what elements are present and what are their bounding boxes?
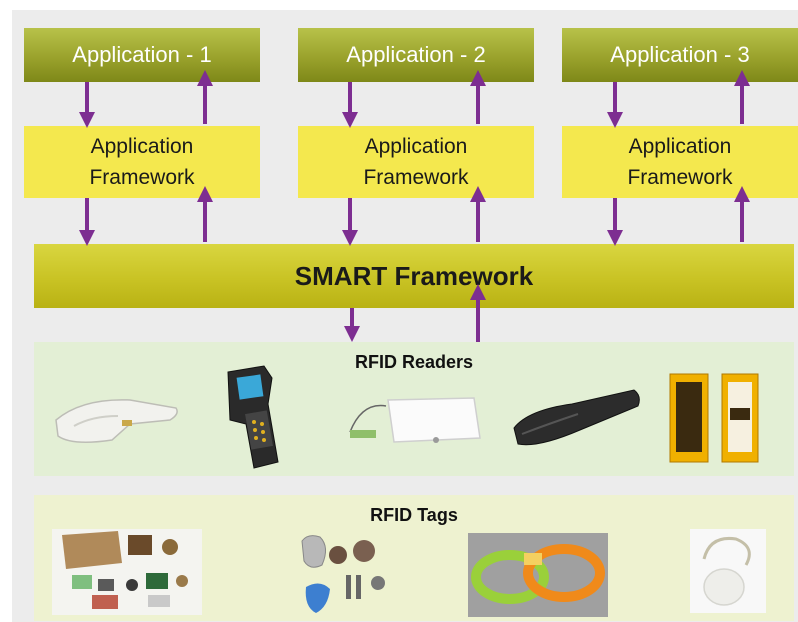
framework-3-line2: Framework (627, 166, 733, 189)
antenna-pad-image (349, 397, 481, 443)
framework-3-line1: Application (628, 135, 732, 158)
application-framework-2-box: Application Framework (298, 126, 534, 198)
handheld-scanner-image (55, 399, 178, 443)
mobile-computer-image (227, 365, 279, 469)
key-fob-tags-image (301, 535, 385, 613)
gate-reader-image (669, 373, 759, 463)
rfid-tags-title: RFID Tags (370, 505, 458, 525)
smart-framework-label: SMART Framework (294, 260, 534, 291)
application-3-box: Application - 3 (562, 28, 798, 82)
application-framework-1-box: Application Framework (24, 126, 260, 198)
application-2-label: Application - 2 (346, 42, 486, 67)
framework-2-line1: Application (364, 135, 468, 158)
application-2-box: Application - 2 (298, 28, 534, 82)
wristband-tags-image (468, 533, 608, 617)
application-3-label: Application - 3 (610, 42, 750, 67)
framework-1-line1: Application (90, 135, 194, 158)
arrows-layer (79, 70, 750, 342)
application-1-box: Application - 1 (24, 28, 260, 82)
smart-framework-bar: SMART Framework (34, 244, 794, 308)
rfid-tags-panel: RFID Tags (34, 495, 794, 621)
framework-1-line2: Framework (89, 166, 195, 189)
framework-2-line2: Framework (363, 166, 469, 189)
diagram-canvas: Application - 1 Application - 2 Applicat… (12, 10, 798, 622)
wand-reader-image (513, 389, 640, 446)
application-framework-3-box: Application Framework (562, 126, 798, 198)
tag-assortment-image (52, 529, 202, 615)
rfid-readers-panel: RFID Readers (34, 342, 794, 476)
rfid-readers-title: RFID Readers (354, 352, 474, 372)
cable-tie-tag-image (690, 529, 766, 613)
application-1-label: Application - 1 (72, 42, 212, 67)
